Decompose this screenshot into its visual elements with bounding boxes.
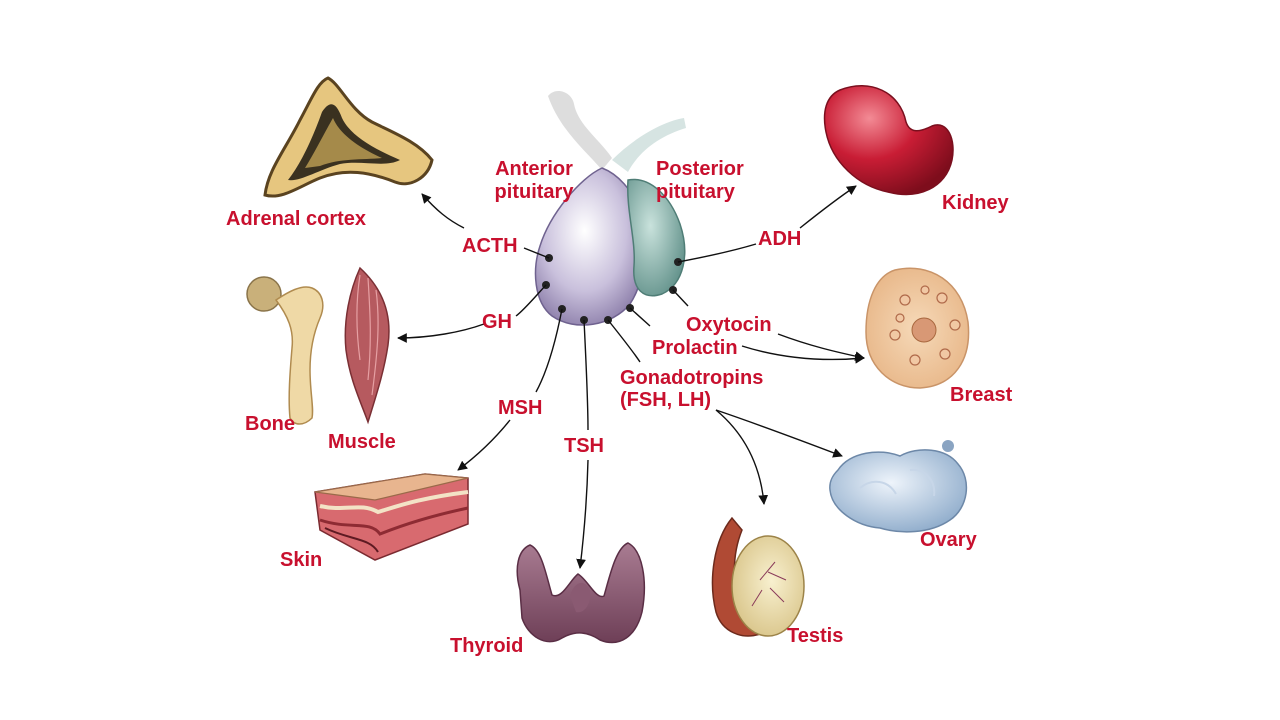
posterior-pituitary-label-line2: pituitary (656, 181, 736, 203)
pituitary-labels: Anterior pituitary Posterior pituitary (495, 158, 744, 203)
hormone-label-tsh: TSH (564, 435, 604, 457)
target-label-thyroid: Thyroid (450, 635, 523, 657)
arrow-gh (398, 284, 547, 338)
thyroid-gland-illustration (516, 542, 646, 644)
target-label-testis: Testis (787, 625, 843, 647)
target-label-breast: Breast (950, 384, 1013, 406)
hormone-label-adh: ADH (758, 228, 801, 250)
hormone-label-gonadotropins-line1: Gonadotropins (620, 367, 763, 389)
hormone-label-gonadotropins-line2: (FSH, LH) (620, 389, 711, 411)
target-label-bone: Bone (245, 413, 295, 435)
anterior-pituitary-label-line2: pituitary (495, 181, 575, 203)
target-label-skin: Skin (280, 549, 322, 571)
connector-lines (398, 186, 864, 568)
arrow-acth (422, 194, 550, 259)
posterior-pituitary-label-line1: Posterior (656, 158, 744, 180)
hormone-label-prolactin: Prolactin (652, 337, 738, 359)
target-labels: Adrenal cortex Bone Muscle Skin Thyroid … (226, 192, 1013, 657)
arrow-oxytocin (672, 289, 864, 358)
target-label-ovary: Ovary (920, 529, 978, 551)
target-label-kidney: Kidney (942, 192, 1010, 214)
arrow-prolactin (629, 307, 864, 360)
anterior-pituitary-label-line1: Anterior (495, 158, 573, 180)
hormone-labels: ACTH GH MSH TSH Gonadotropins (FSH, LH) … (462, 228, 801, 457)
arrow-ovary (715, 409, 843, 458)
arrow-testis (715, 409, 769, 505)
target-label-muscle: Muscle (328, 431, 396, 453)
kidney-illustration (823, 85, 954, 196)
arrow-tsh (580, 319, 588, 568)
skin-cross-section-illustration (314, 473, 469, 561)
breast-tissue-illustration (865, 267, 970, 389)
hormone-label-acth: ACTH (462, 235, 518, 257)
testis-illustration (711, 516, 805, 637)
muscle-illustration (344, 266, 390, 425)
ovary-illustration (829, 440, 968, 533)
arrow-gonadotropins (607, 319, 641, 363)
arrow-adh (677, 186, 856, 263)
hormone-label-oxytocin: Oxytocin (686, 314, 772, 336)
adrenal-gland-illustration (263, 76, 434, 198)
femur-bone-illustration (246, 276, 324, 425)
hormone-label-gh: GH (482, 311, 512, 333)
target-label-adrenal-cortex: Adrenal cortex (226, 208, 366, 230)
arrow-msh (458, 308, 563, 470)
hormone-label-msh: MSH (498, 397, 542, 419)
pituitary-gland-illustration (534, 90, 686, 326)
